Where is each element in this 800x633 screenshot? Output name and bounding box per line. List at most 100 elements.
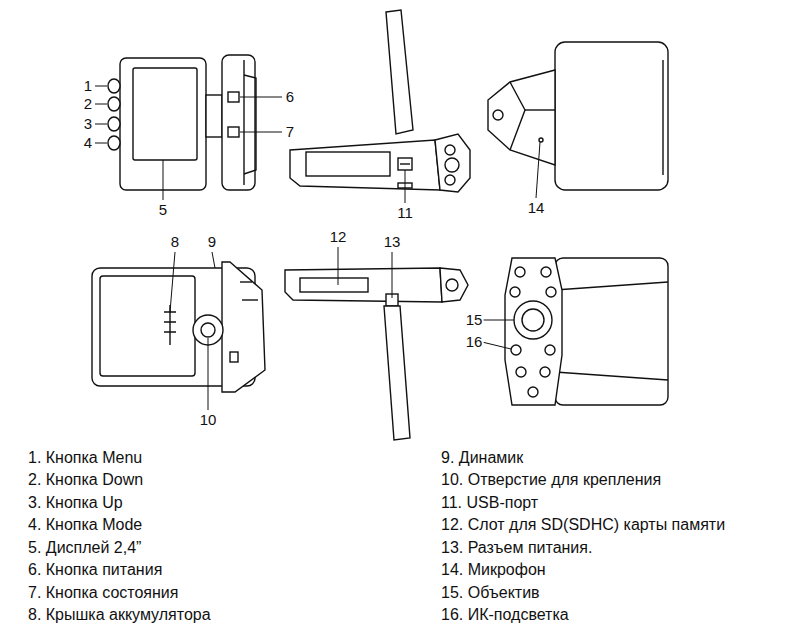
part-list-item: 14. Микрофон	[441, 560, 546, 580]
lens-front-view-part	[505, 258, 562, 405]
leader-lines-part	[95, 86, 107, 87]
callout-number: 5	[158, 200, 168, 220]
leader-lines-part	[240, 97, 282, 98]
back-view	[92, 262, 265, 392]
front-view-part	[133, 68, 197, 160]
leader-lines-part	[405, 170, 406, 203]
leader-lines-part	[95, 104, 107, 105]
side-view-folded	[285, 268, 468, 440]
right-side-view-part	[493, 110, 503, 120]
right-side-view	[488, 42, 668, 190]
lens-front-view-part	[555, 372, 668, 380]
lens-front-view-part	[522, 309, 544, 331]
callout-number: 12	[329, 227, 348, 247]
part-list-item: 2. Кнопка Down	[28, 470, 143, 490]
front-view-part	[108, 117, 120, 131]
side-view-folded-part	[446, 279, 458, 291]
front-view-part	[108, 136, 120, 150]
part-list-item: 7. Кнопка состояния	[28, 583, 178, 603]
lens-front-view-part	[540, 367, 550, 377]
lens-front-view-part	[516, 367, 526, 377]
leader-lines-part	[240, 132, 282, 133]
lens-front-view-part	[555, 282, 668, 290]
back-view-part	[230, 352, 238, 362]
front-view-part	[108, 79, 120, 93]
back-view-part	[222, 262, 265, 392]
callout-number: 6	[285, 87, 295, 107]
callout-number: 13	[383, 232, 402, 252]
side-view-folded-part	[285, 268, 442, 302]
leader-lines	[95, 86, 540, 410]
side-view-open-part	[398, 158, 412, 170]
right-side-view-part	[510, 82, 525, 150]
right-side-view-part	[525, 109, 555, 110]
leader-lines-part	[212, 252, 215, 268]
leader-lines-part	[95, 143, 107, 144]
right-side-view-part	[555, 42, 668, 190]
back-view-part	[100, 276, 195, 376]
callout-number: 15	[465, 310, 484, 330]
right-side-view-part	[488, 70, 555, 165]
side-view-open-part	[306, 152, 390, 176]
side-view-open-part	[445, 175, 455, 185]
front-view-part	[243, 60, 244, 185]
part-list-item: 9. Динамик	[441, 448, 523, 468]
front-view-part	[222, 55, 255, 190]
lens-front-view	[505, 258, 668, 405]
lens-front-view-part	[515, 267, 525, 277]
part-list-item: 10. Отверстие для крепления	[441, 470, 661, 490]
front-view-part	[206, 95, 222, 137]
front-view	[108, 55, 256, 190]
front-view-part	[228, 92, 239, 102]
side-view-folded-part	[384, 306, 410, 440]
callout-number: 9	[207, 232, 217, 252]
back-view-part	[240, 281, 252, 282]
part-list-item: 1. Кнопка Menu	[28, 448, 142, 468]
lens-front-view-part	[541, 267, 551, 277]
part-list-item: 16. ИК-подсветка	[441, 605, 569, 625]
callout-number: 4	[83, 133, 93, 153]
lens-front-view-part	[555, 258, 668, 405]
leader-lines-part	[95, 124, 107, 125]
leader-lines-part	[163, 160, 164, 200]
front-view-part	[228, 127, 239, 137]
part-list-item: 3. Кнопка Up	[28, 493, 123, 513]
leader-lines-part	[482, 342, 511, 349]
lens-front-view-part	[546, 287, 556, 297]
back-view-part	[242, 299, 258, 300]
side-view-open-part	[400, 163, 410, 164]
part-list-item: 11. USB-порт	[441, 493, 538, 513]
callout-number: 16	[465, 332, 484, 352]
right-side-view-part	[662, 60, 663, 175]
leader-lines-part	[392, 252, 393, 298]
part-list-item: 15. Объектив	[441, 583, 540, 603]
callout-number: 14	[527, 198, 546, 218]
right-side-view-part	[539, 138, 543, 142]
leader-lines-part	[338, 247, 339, 285]
leader-lines-part	[208, 338, 209, 410]
side-view-open-part	[445, 158, 459, 172]
part-list-item: 8. Крышка аккумулятора	[28, 605, 211, 625]
leader-lines-part	[170, 252, 175, 312]
lens-front-view-part	[510, 287, 520, 297]
side-view-folded-part	[440, 268, 468, 302]
callout-number: 3	[83, 114, 93, 134]
lens-front-view-part	[511, 345, 521, 355]
back-view-part	[201, 323, 215, 337]
lens-front-view-part	[514, 301, 552, 339]
callout-number: 10	[199, 410, 218, 430]
lens-front-view-part	[528, 387, 538, 397]
callout-number: 7	[285, 122, 295, 142]
leader-lines-part	[482, 320, 514, 321]
lens-front-view-part	[545, 345, 555, 355]
side-view-open-part	[290, 140, 440, 190]
callout-number: 2	[83, 94, 93, 114]
part-list-item: 6. Кнопка питания	[28, 560, 162, 580]
front-view-part	[244, 75, 256, 174]
leader-lines-part	[536, 142, 540, 198]
side-view-folded-part	[300, 278, 368, 292]
side-view-open-part	[445, 145, 455, 155]
side-view-open	[290, 10, 470, 192]
side-view-open-part	[386, 10, 413, 134]
